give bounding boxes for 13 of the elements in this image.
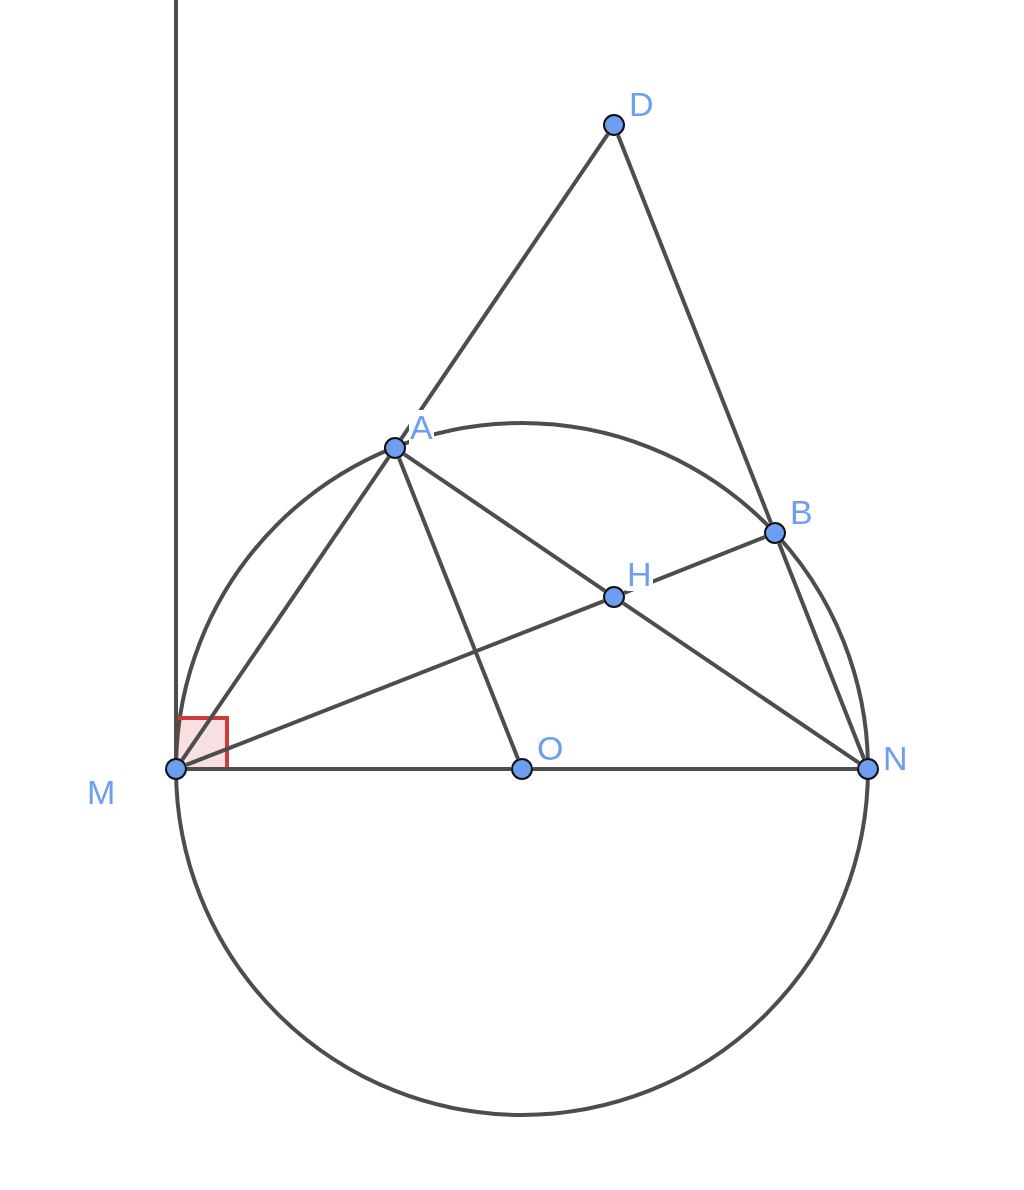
point-label: A [409,410,434,444]
line-segment [623,535,766,595]
line-segment [622,601,860,765]
line-segment [397,457,520,760]
line-segment [533,767,857,771]
line-segment [399,132,610,441]
line-segment [777,542,866,760]
line-segment [174,0,178,758]
line-segment [187,767,511,771]
line-segment [180,455,391,762]
line-segment [402,452,607,593]
line-segment [185,599,605,767]
line-segment [616,134,773,524]
